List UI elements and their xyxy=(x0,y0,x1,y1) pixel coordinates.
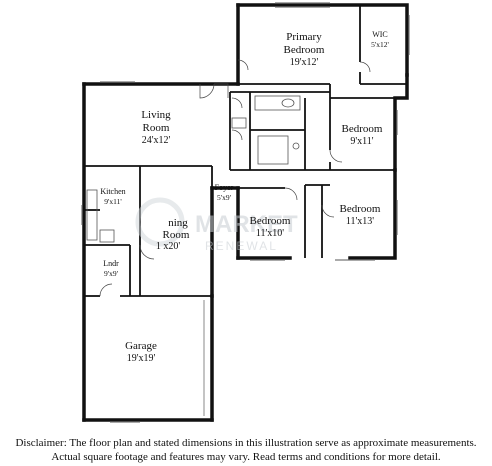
floor-plan: MARKET RENEWAL Primary Bedroom 19'x12' W… xyxy=(81,2,410,423)
laundry-name: Lndr xyxy=(103,259,119,268)
bedroom-lower-right-name: Bedroom xyxy=(340,203,381,215)
garage-name: Garage xyxy=(125,340,157,352)
living-room-dims: 24'x12' xyxy=(142,135,171,146)
watermark-line1: MARKET xyxy=(195,211,298,238)
primary-bedroom-dims: 19'x12' xyxy=(290,57,319,68)
primary-bedroom-name-1: Primary xyxy=(286,31,322,43)
bedroom-upper-right-name: Bedroom xyxy=(342,123,383,135)
disclaimer-line1: Disclaimer: The floor plan and stated di… xyxy=(15,437,477,449)
garage-dims: 19'x19' xyxy=(127,353,156,364)
bedroom-lower-right-dims: 11'x13' xyxy=(346,216,374,227)
room-labels: Primary Bedroom 19'x12' WIC 5'x12' Livin… xyxy=(100,30,389,364)
living-room-name-2: Room xyxy=(143,122,170,134)
dining-room-name-2: Room xyxy=(163,229,190,241)
exterior-walls xyxy=(82,3,409,422)
primary-bedroom-name-2: Bedroom xyxy=(284,44,325,56)
watermark-line2: RENEWAL xyxy=(205,239,278,253)
disclaimer: Disclaimer: The floor plan and stated di… xyxy=(0,436,492,464)
living-room-name-1: Living xyxy=(141,109,171,121)
fixtures xyxy=(86,95,301,243)
wic-name: WIC xyxy=(372,30,388,39)
wic-dims: 5'x12' xyxy=(371,40,389,49)
bedroom-center-name: Bedroom xyxy=(250,215,291,227)
bedroom-upper-right-dims: 9'x11' xyxy=(350,136,373,147)
windows xyxy=(81,2,410,423)
watermark: MARKET RENEWAL xyxy=(135,197,298,253)
kitchen-dims: 9'x11' xyxy=(104,197,122,206)
kitchen-name: Kitchen xyxy=(100,187,125,196)
dining-room-dims: 1 x20' xyxy=(156,241,181,252)
doors xyxy=(99,59,371,297)
foyer-name: Foyer xyxy=(215,183,234,192)
foyer-dims: 5'x9' xyxy=(217,193,232,202)
bedroom-center-dims: 11'x10' xyxy=(256,228,284,239)
interior-walls xyxy=(84,5,407,416)
dining-room-name-1: ning xyxy=(168,217,188,229)
laundry-dims: 9'x9' xyxy=(104,269,119,278)
disclaimer-line2: Actual square footage and features may v… xyxy=(51,451,441,463)
